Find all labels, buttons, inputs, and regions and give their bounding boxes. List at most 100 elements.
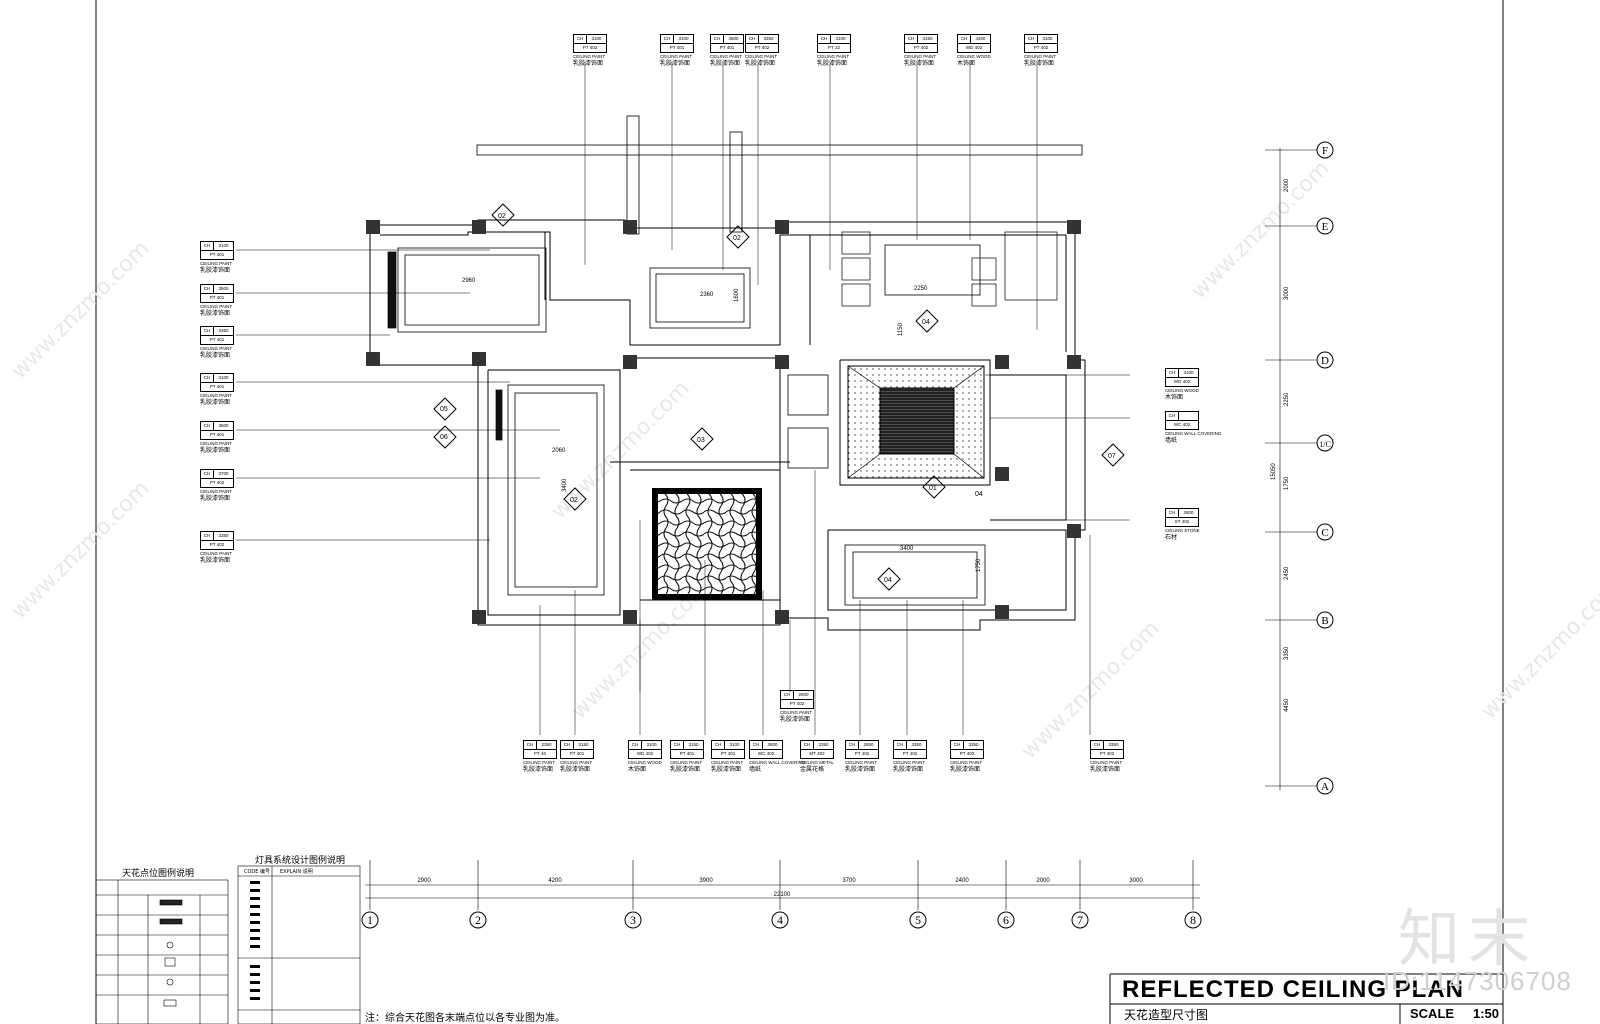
sheet-frame <box>95 0 1504 1024</box>
tag-code: PT 402 <box>200 541 234 550</box>
tag-cn: 乳胶漆饰面 <box>710 60 741 67</box>
section-marker: 06 <box>433 425 457 449</box>
section-marker: 05 <box>433 397 457 421</box>
coffer-centre <box>879 387 955 455</box>
tag-ch: 3350 <box>911 742 922 747</box>
tag-code: PT 401 <box>711 750 745 759</box>
tag-ch: 2350 <box>541 742 552 747</box>
tag-code: PT 401 <box>660 44 694 53</box>
cabinet-blocks <box>387 231 1058 441</box>
tag-ch: 3100 <box>678 36 689 41</box>
svg-text:EXPLAIN 说明: EXPLAIN 说明 <box>280 868 313 875</box>
tag-code: WD 402 <box>957 44 991 53</box>
tag-cn: 乳胶漆饰面 <box>893 766 924 773</box>
tag-ch: 3500 <box>218 423 229 428</box>
svg-text:2900: 2900 <box>417 878 431 884</box>
tag-en: CEILING PAINT <box>817 54 850 59</box>
tag-cn: 乳胶漆饰面 <box>745 60 776 67</box>
tag-ch: 3150 <box>688 742 699 747</box>
room-dim: 3400 <box>562 478 568 492</box>
tag-ch: 3500 <box>767 742 778 747</box>
grid-bubble-col: 4 <box>771 911 789 929</box>
watermark-brand: 知末 <box>1398 905 1539 974</box>
svg-text:02: 02 <box>498 213 506 220</box>
tag-code: PT 402 <box>893 750 927 759</box>
tag-cn: 乳胶漆饰面 <box>904 60 935 67</box>
svg-text:01: 01 <box>929 485 937 492</box>
tag-en: CEILING PAINT <box>1090 760 1123 765</box>
tag-cn: 乳胶漆饰面 <box>1024 60 1055 67</box>
tag-en: CEILING METAL <box>800 760 834 765</box>
grid-bubble-col: 3 <box>624 911 642 929</box>
section-marker: 07 <box>1101 443 1125 467</box>
svg-text:4: 4 <box>777 913 783 927</box>
tag-ch: 2600 <box>798 692 809 697</box>
legend-lighting-title: 灯具系统设计图例说明 <box>255 856 346 866</box>
section-marker: 03 <box>690 427 714 451</box>
tag-en: CEILING PAINT <box>200 346 233 351</box>
tag-code: WC 402 <box>749 750 783 759</box>
tag-code: PT 40 <box>523 750 557 759</box>
svg-text:07: 07 <box>1108 453 1116 460</box>
column-dimensions: 2900 4200 3900 3700 2400 2000 3000 22100 <box>417 878 1143 898</box>
tag-ch: 3100 <box>729 742 740 747</box>
tag-cn: 木饰面 <box>957 60 976 67</box>
tag-en: CEILING WOOD <box>1165 388 1199 393</box>
svg-text:3000: 3000 <box>1284 286 1290 300</box>
tag-en: CEILING PAINT <box>200 551 233 556</box>
grid-bubbles-bottom: 1 2 3 4 5 6 7 8 <box>361 911 1202 929</box>
svg-text:3: 3 <box>630 913 636 927</box>
tag-cn: 乳胶漆饰面 <box>200 352 231 359</box>
tag-code: PT 401 <box>200 251 234 260</box>
svg-text:1: 1 <box>367 913 373 927</box>
tag-en: CEILING PAINT <box>200 393 233 398</box>
svg-text:B: B <box>1321 615 1328 627</box>
tag-cn: 乳胶漆饰面 <box>200 310 231 317</box>
svg-text:04: 04 <box>975 491 983 498</box>
svg-text:3700: 3700 <box>842 878 856 884</box>
tag-cn: 乳胶漆饰面 <box>200 267 231 274</box>
section-marker: 04 <box>975 491 983 498</box>
svg-text:2450: 2450 <box>1284 566 1290 580</box>
sheet-title: REFLECTED CEILING PLAN <box>1122 976 1465 1003</box>
tag-en: CEILING PAINT <box>845 760 878 765</box>
tag-code: PT 401 <box>200 336 234 345</box>
grid-bubble-col: 6 <box>997 911 1015 929</box>
tag-en: CEILING PAINT <box>710 54 743 59</box>
section-marker: 02 <box>726 225 750 249</box>
room-dim: 2250 <box>914 286 928 292</box>
svg-text:02: 02 <box>733 235 741 242</box>
grid-bubble-col: 1 <box>361 911 379 929</box>
tag-code: MT 402 <box>800 750 834 759</box>
scale-value: 1:50 <box>1473 1006 1500 1021</box>
tag-en: CEILING STONE <box>1165 528 1200 533</box>
tag-cn: 金属花格 <box>800 766 825 773</box>
grid-lines-bottom <box>365 860 1200 910</box>
watermark-id: ID:1147306708 <box>1383 966 1572 996</box>
tag-ch: 3100 <box>1042 36 1053 41</box>
tag-cn: 石材 <box>1165 534 1178 541</box>
tag-code: PT 402 <box>745 44 779 53</box>
tag-en: CEILING PAINT <box>573 54 606 59</box>
tag-en: CEILING PAINT <box>200 304 233 309</box>
grid-bubble-row: A <box>1316 777 1334 795</box>
tag-cn: 乳胶漆饰面 <box>950 766 981 773</box>
tag-cn: 乳胶漆饰面 <box>780 716 811 723</box>
grid-bubbles-right: F E D 1/C C B A <box>1316 141 1334 795</box>
grid-bubble-col: 2 <box>469 911 487 929</box>
grid-bubble-row: 1/C <box>1316 434 1334 452</box>
